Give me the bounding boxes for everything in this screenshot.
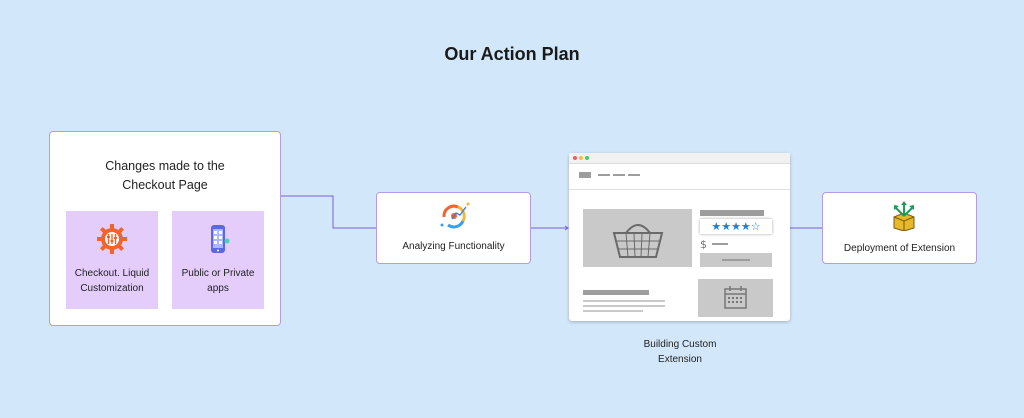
description-line	[583, 310, 643, 312]
product-title-placeholder	[700, 210, 764, 216]
browser-title-bar	[569, 153, 790, 164]
box-arrows-icon	[893, 201, 915, 231]
description-line	[583, 305, 665, 307]
browser-logo-placeholder	[579, 172, 591, 178]
label-line-1: Checkout. Liquid	[74, 268, 150, 279]
close-dot-icon	[573, 156, 577, 160]
liquid-customization-card: Checkout. Liquid Customization	[66, 211, 158, 309]
heading-line-1: Changes made to the	[105, 159, 225, 173]
label-line-2: Customization	[80, 283, 144, 294]
price-symbol: $	[700, 238, 707, 251]
nav-placeholder	[598, 174, 610, 176]
button-text-placeholder	[722, 259, 750, 261]
public-private-apps-label: Public or Private apps	[172, 266, 264, 296]
minimize-dot-icon	[579, 156, 583, 160]
description-line	[583, 300, 665, 302]
checkout-changes-heading: Changes made to the Checkout Page	[50, 157, 280, 195]
price-placeholder	[712, 243, 728, 245]
shopping-basket-icon	[612, 224, 664, 258]
label-line-2: apps	[207, 283, 229, 294]
gear-sliders-icon	[97, 224, 127, 254]
checkout-changes-card: Changes made to the Checkout Page Checko…	[49, 131, 281, 326]
analyzing-functionality-card: Analyzing Functionality	[376, 192, 531, 264]
nav-placeholder	[613, 174, 625, 176]
label-line-1: Public or Private	[181, 268, 255, 279]
header-divider	[569, 189, 790, 190]
diagram-title: Our Action Plan	[444, 44, 580, 64]
deployment-card: Deployment of Extension	[822, 192, 977, 264]
nav-placeholder	[628, 174, 640, 176]
description-title-placeholder	[583, 290, 649, 295]
analyzing-functionality-label: Analyzing Functionality	[402, 241, 505, 252]
heading-line-2: Checkout Page	[122, 178, 208, 192]
deployment-label: Deployment of Extension	[843, 243, 956, 254]
calendar-icon	[724, 286, 747, 309]
analytics-icon	[440, 202, 470, 229]
connector-left-to-analyze	[281, 195, 376, 229]
liquid-customization-label: Checkout. Liquid Customization	[66, 266, 158, 296]
caption-line-2: Extension	[658, 354, 702, 365]
arrowhead	[564, 225, 569, 231]
mobile-apps-icon	[211, 225, 230, 253]
rating-stars: ★★★★☆	[700, 219, 772, 234]
public-private-apps-card: Public or Private apps	[172, 211, 264, 309]
calendar-placeholder	[698, 279, 773, 317]
maximize-dot-icon	[585, 156, 589, 160]
building-extension-caption: Building Custom Extension	[620, 337, 740, 367]
caption-line-1: Building Custom	[643, 339, 717, 350]
